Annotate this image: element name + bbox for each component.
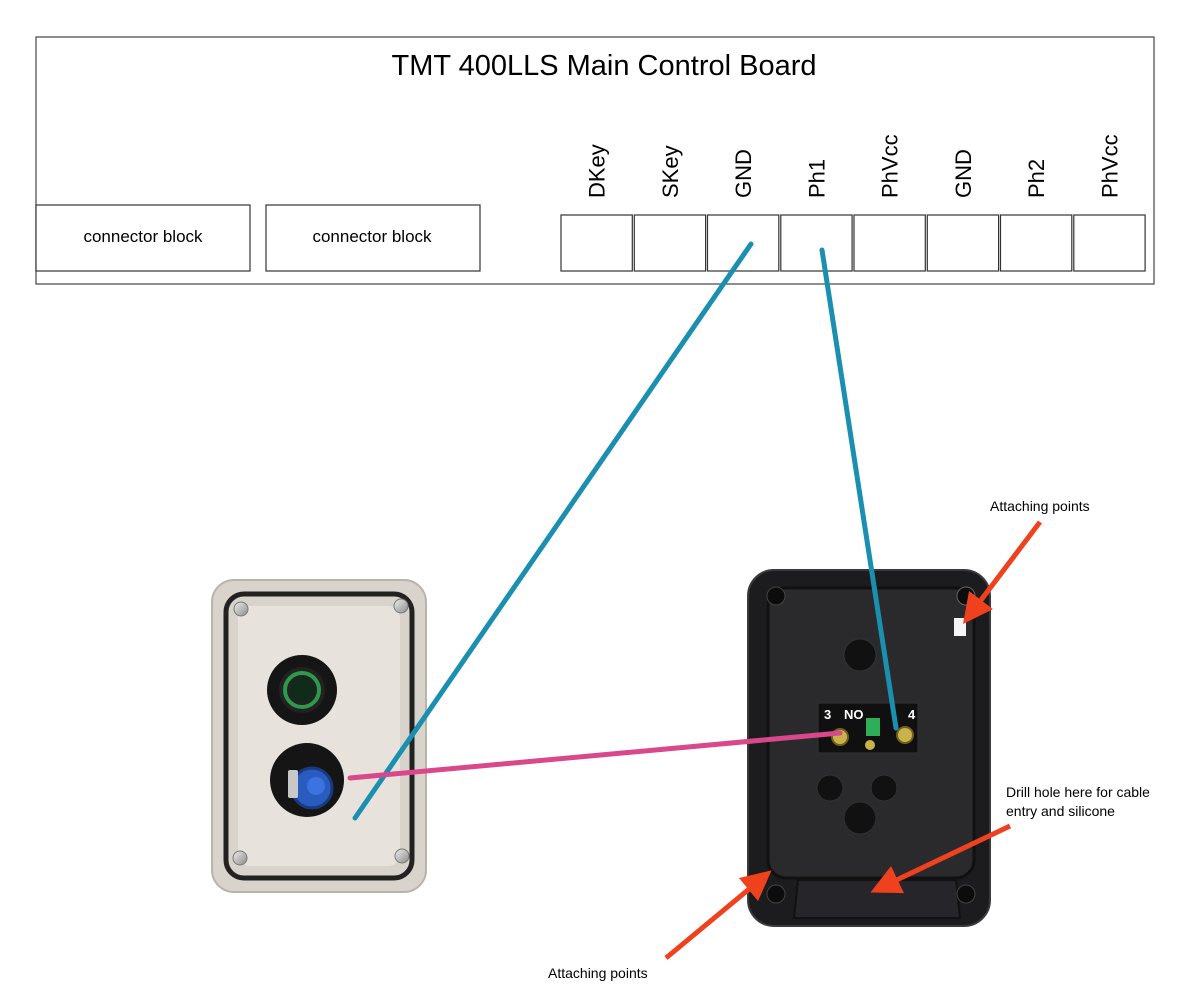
cable-entry-area [792,879,962,919]
push-button-station [211,579,427,893]
ph1-wire [819,247,899,731]
contact-label-left: 3 [824,707,831,722]
terminal-box [999,214,1073,272]
green-button-icon [267,655,337,725]
contact-type-label: NO [844,707,864,722]
gnd-wire [352,241,754,821]
mount-boss [816,774,844,802]
mount-hole-icon [956,586,976,606]
terminal-label: Ph1 [804,159,829,198]
switch-enclosure: 3 NO 4 [747,569,991,927]
housing-interior [238,606,400,866]
note-drill-line2: entry and silicone [1006,803,1115,819]
terminal-box [926,214,1000,272]
screw-icon [394,848,410,864]
terminal-box [780,214,853,272]
terminal-box [706,214,780,272]
attach-tab [954,618,966,636]
screw-icon [233,601,249,617]
terminal-label: PhVcc [1097,134,1122,198]
screw-icon [232,850,248,866]
mount-boss [870,774,898,802]
blue-button-icon [270,743,344,817]
arrow-attach-bottom [664,870,772,960]
connector-block-box [35,204,251,272]
connector-block-2: connector block [265,204,481,272]
terminal-label: Ph2 [1024,159,1049,198]
connector-block-label: connector block [83,227,203,246]
mount-hole-icon [766,884,786,904]
actuator-icon [866,718,880,736]
terminal-box [1073,214,1146,272]
connector-block-label: connector block [312,227,432,246]
mount-hole-icon [766,586,786,606]
mount-boss [843,801,877,835]
note-attach-top: Attaching points [990,498,1090,514]
main-control-board: TMT 400LLS Main Control Board connector … [35,36,1155,285]
contact-label-right: 4 [908,707,916,722]
mount-boss [843,638,877,672]
arrow-drill-hole [870,823,1012,894]
terminal-box [633,214,707,272]
connector-block-box [265,204,481,272]
switch-link-wire [347,730,843,781]
note-attach-bottom: Attaching points [548,965,648,981]
connector-block-1: connector block [35,204,251,272]
terminal-box [560,214,633,272]
mount-hole-icon [956,884,976,904]
contact-block: 3 NO 4 [817,702,919,754]
board-title: TMT 400LLS Main Control Board [391,50,816,82]
terminal-screw-icon [896,726,914,744]
terminal-box [853,214,926,272]
screw-icon [393,598,409,614]
terminal-label: SKey [658,145,683,198]
terminal-label: GND [951,149,976,198]
note-drill-line1: Drill hole here for cable [1006,784,1150,800]
terminal-label: PhVcc [878,134,903,198]
terminal-label: DKey [585,144,610,198]
terminal-label: GND [731,149,756,198]
terminal-strip: DKey SKey GND Ph1 PhVcc GND Ph2 PhVcc [560,134,1146,272]
arrow-attach-top [962,520,1042,624]
center-screw-icon [865,740,875,750]
